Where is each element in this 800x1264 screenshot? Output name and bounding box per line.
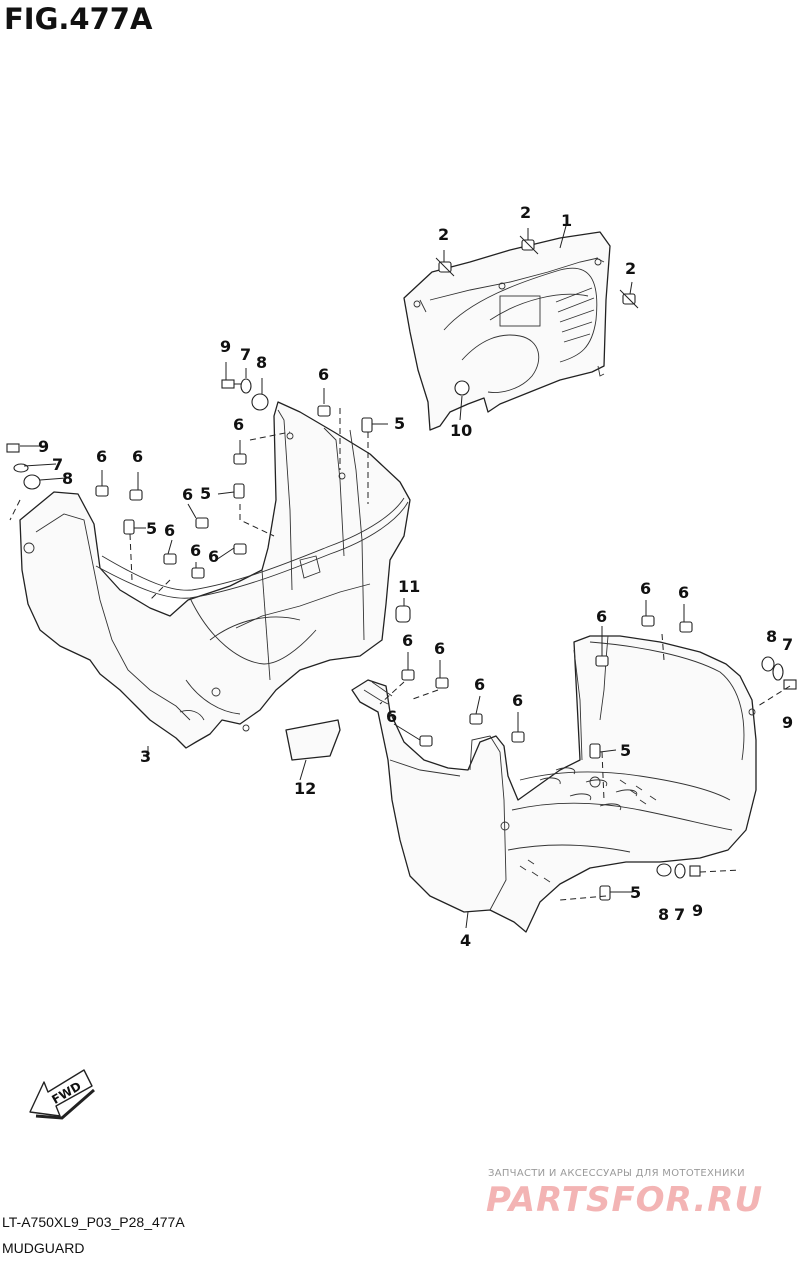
callout-6: 6 — [233, 415, 244, 434]
model-code: LT-A750XL9_P03_P28_477A — [2, 1214, 185, 1230]
callout-2: 2 — [438, 225, 449, 244]
callout-10: 10 — [450, 421, 472, 440]
callout-6: 6 — [678, 583, 689, 602]
clip-6-h — [191, 567, 205, 579]
leader-lines — [9, 225, 791, 929]
callout-8: 8 — [766, 627, 777, 646]
clip-6-d — [129, 489, 143, 501]
callout-7: 7 — [674, 905, 685, 924]
callout-7: 7 — [240, 345, 251, 364]
bolt-9-right-top — [783, 679, 797, 690]
callout-1: 1 — [561, 211, 572, 230]
callout-6: 6 — [132, 447, 143, 466]
watermark-caption: ЗАПЧАСТИ И АКСЕССУАРЫ ДЛЯ МОТОТЕХНИКИ — [488, 1168, 745, 1179]
callout-6: 6 — [402, 631, 413, 650]
collar-8-left — [23, 474, 41, 490]
callout-6: 6 — [190, 541, 201, 560]
clip-6-o — [511, 731, 525, 743]
collar-8-right-bottom — [656, 863, 672, 877]
clip-2-left — [435, 257, 455, 277]
collar-8-top — [251, 393, 269, 411]
callout-8: 8 — [62, 469, 73, 488]
screw-5-a — [361, 417, 373, 433]
callout-5: 5 — [146, 519, 157, 538]
callout-2: 2 — [520, 203, 531, 222]
clip-6-k — [595, 655, 609, 667]
callout-9: 9 — [692, 901, 703, 920]
callout-6: 6 — [434, 639, 445, 658]
callout-12: 12 — [294, 779, 316, 798]
callout-8: 8 — [658, 905, 669, 924]
grommet-10 — [454, 380, 470, 396]
callout-11: 11 — [398, 577, 420, 596]
clip-6-f — [233, 543, 247, 555]
section-name: MUDGUARD — [2, 1240, 85, 1256]
callout-6: 6 — [318, 365, 329, 384]
callout-6: 6 — [512, 691, 523, 710]
callout-9: 9 — [782, 713, 793, 732]
washer-7-right-bottom — [674, 863, 686, 879]
clip-6-e — [195, 517, 209, 529]
clip-6-p — [419, 735, 433, 747]
callout-labels: 1 2 2 2 10 9 7 8 6 5 6 9 7 8 6 6 6 5 5 6… — [38, 203, 793, 950]
callout-6: 6 — [474, 675, 485, 694]
clip-6-g — [163, 553, 177, 565]
callout-6: 6 — [96, 447, 107, 466]
callout-6: 6 — [208, 547, 219, 566]
cushion-11 — [395, 605, 411, 623]
part-12-protector[interactable] — [285, 719, 341, 761]
callout-6: 6 — [640, 579, 651, 598]
callout-6: 6 — [386, 707, 397, 726]
bolt-9-right-bottom — [689, 865, 701, 877]
callout-5: 5 — [620, 741, 631, 760]
callout-7: 7 — [52, 455, 63, 474]
bolt-9-left — [6, 443, 20, 453]
screw-5-d — [589, 743, 601, 759]
callout-8: 8 — [256, 353, 267, 372]
clip-6-n — [469, 713, 483, 725]
callout-7: 7 — [782, 635, 793, 654]
clip-2-mid — [519, 235, 539, 255]
clip-6-c — [95, 485, 109, 497]
clip-6-j — [679, 621, 693, 633]
screw-5-e — [599, 885, 611, 901]
collar-8-right-top — [761, 656, 775, 672]
part-4-right-mudguard[interactable] — [351, 635, 757, 933]
washer-7-right-top — [772, 663, 784, 681]
callout-9: 9 — [220, 337, 231, 356]
callout-4: 4 — [460, 931, 471, 950]
clip-6-b — [233, 453, 247, 465]
figure-title: FIG.477A — [4, 2, 153, 36]
fasteners — [6, 235, 797, 901]
clip-2-right — [619, 289, 639, 309]
part-3-left-mudguard[interactable] — [19, 401, 411, 749]
clip-6-a — [317, 405, 331, 417]
clip-6-i — [641, 615, 655, 627]
callout-9: 9 — [38, 437, 49, 456]
callout-5: 5 — [394, 414, 405, 433]
callout-5: 5 — [630, 883, 641, 902]
callout-3: 3 — [140, 747, 151, 766]
callout-6: 6 — [182, 485, 193, 504]
callout-2: 2 — [625, 259, 636, 278]
callout-6: 6 — [596, 607, 607, 626]
callout-6: 6 — [164, 521, 175, 540]
washer-7-top — [240, 378, 252, 394]
clip-6-l — [401, 669, 415, 681]
part-1-upper-mudguard[interactable] — [403, 231, 611, 431]
clip-6-m — [435, 677, 449, 689]
screw-5-b — [233, 483, 245, 499]
screw-5-c — [123, 519, 135, 535]
watermark-logo: PARTSFOR.RU — [486, 1180, 764, 1220]
washer-7-left — [13, 463, 29, 473]
forward-arrow-icon: FWD — [29, 1069, 95, 1120]
callout-5: 5 — [200, 484, 211, 503]
